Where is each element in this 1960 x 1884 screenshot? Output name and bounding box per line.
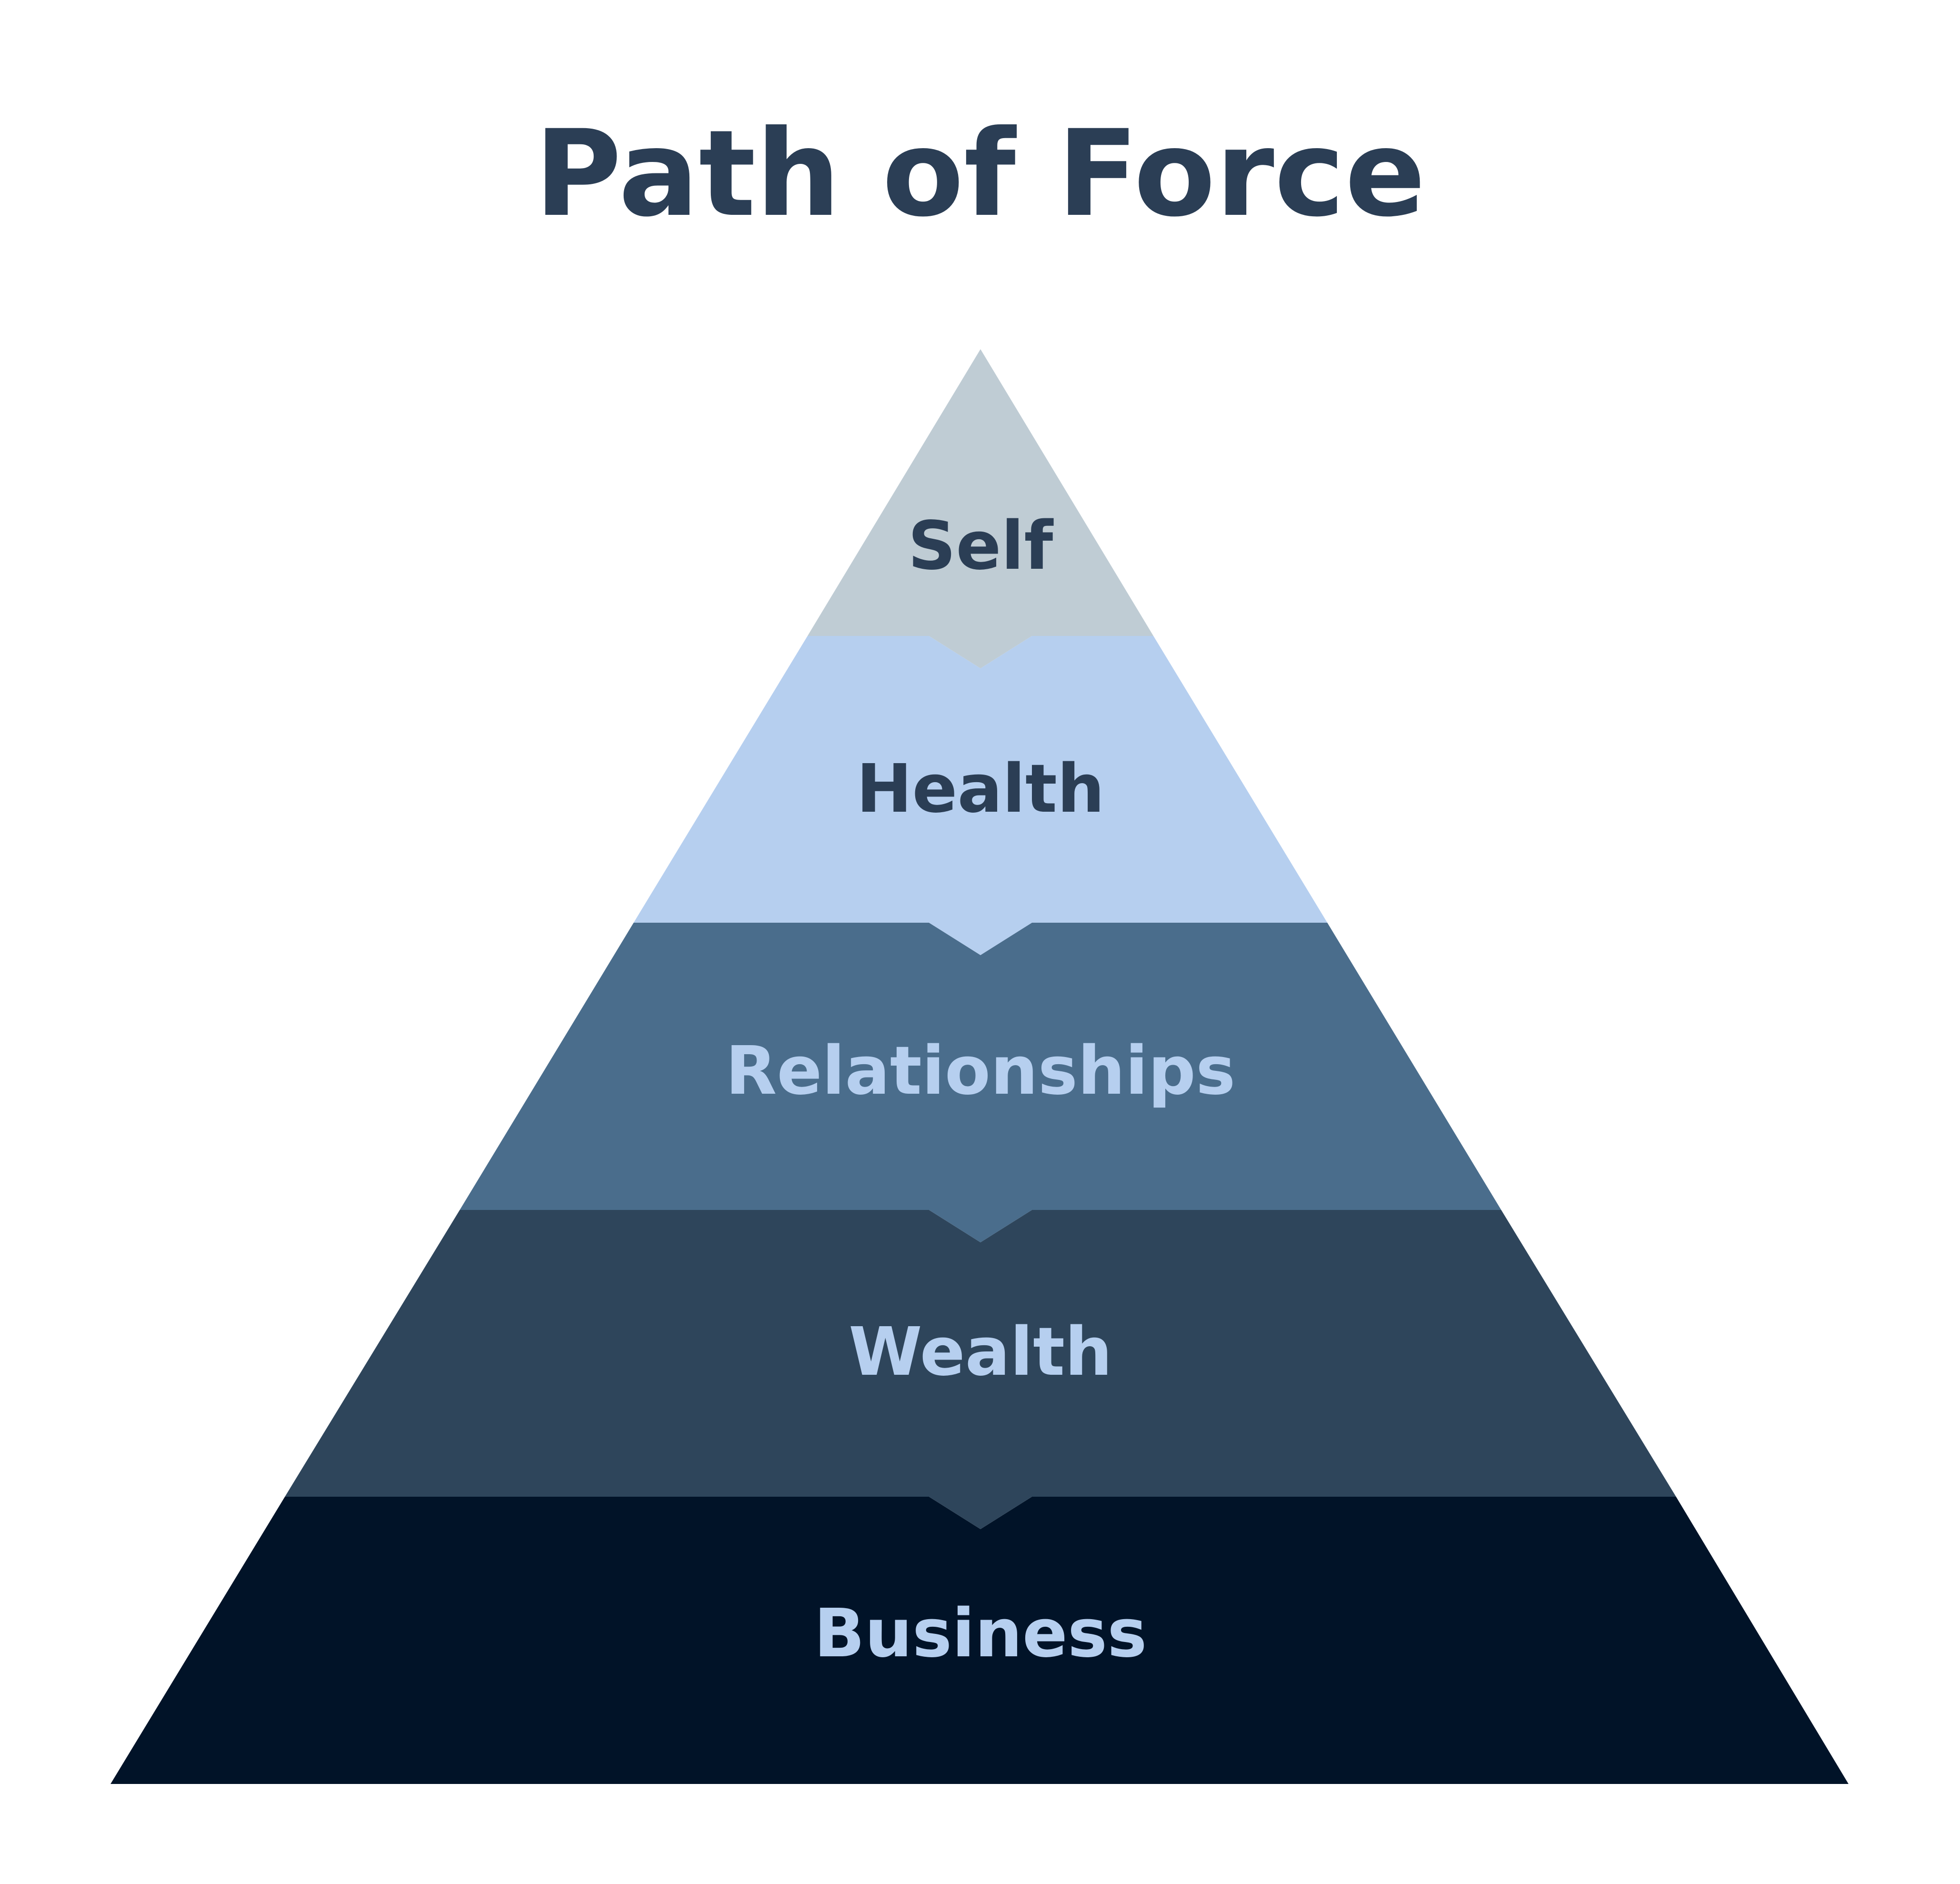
layer-label-health: Health xyxy=(856,750,1104,828)
layer-label-wealth: Wealth xyxy=(849,1313,1112,1391)
layer-label-self: Self xyxy=(908,507,1054,585)
diagram-title: Path of Force xyxy=(534,104,1426,243)
pyramid-layer-self xyxy=(808,349,1153,668)
pyramid-layer-business xyxy=(111,1497,1849,1784)
pyramid-layer-wealth xyxy=(285,1210,1676,1529)
pyramid-layer-health xyxy=(634,636,1327,955)
pyramid-layer-relationships xyxy=(460,923,1501,1242)
layer-label-business: Business xyxy=(814,1595,1147,1672)
layer-label-relationships: Relationships xyxy=(726,1032,1236,1110)
